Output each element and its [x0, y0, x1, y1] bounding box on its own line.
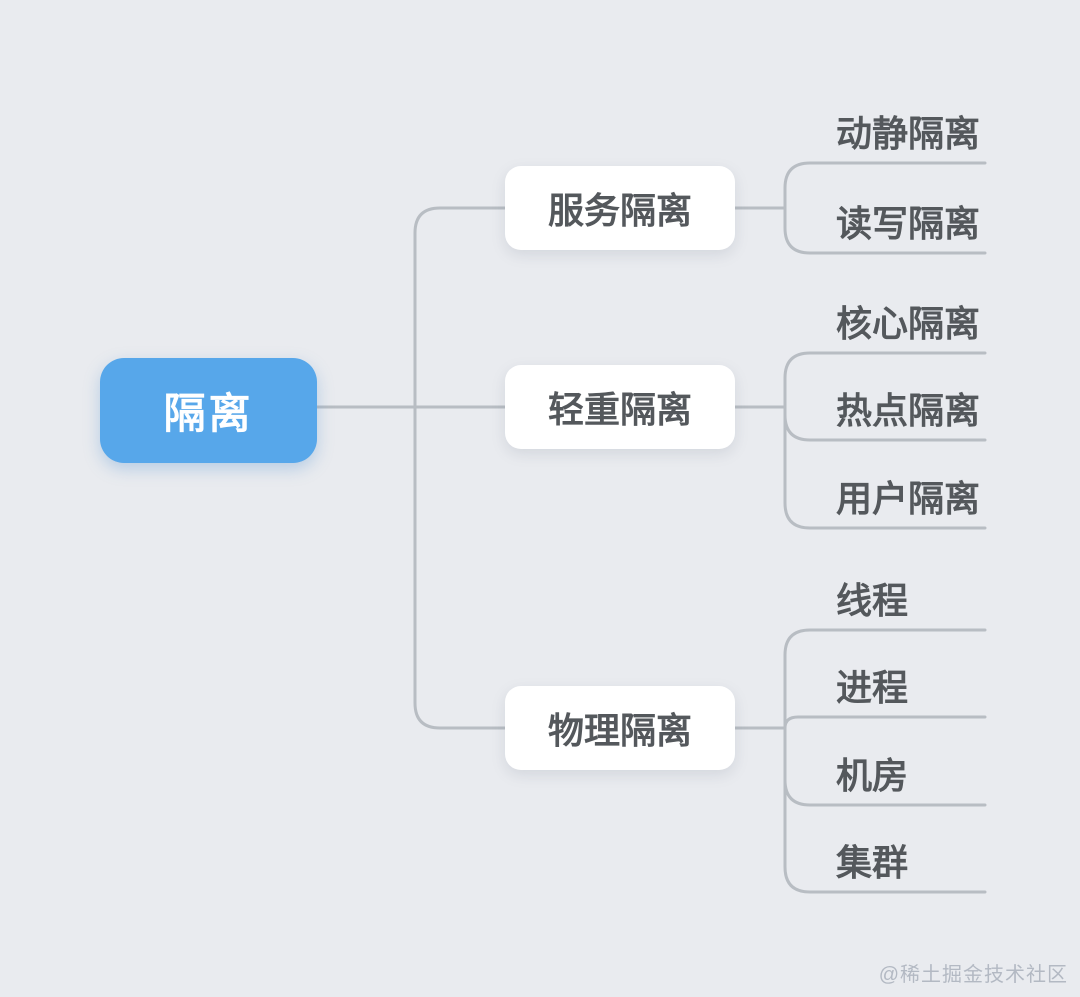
- branch-node-physical-isolation[interactable]: 物理隔离: [505, 686, 735, 770]
- branch-node-service-isolation[interactable]: 服务隔离: [505, 166, 735, 250]
- leaf-node-read-write-isolation[interactable]: 读写隔离: [836, 203, 981, 244]
- leaf-node-thread[interactable]: 线程: [836, 580, 909, 621]
- leaf-node-user-isolation[interactable]: 用户隔离: [836, 478, 981, 519]
- leaf-node-process[interactable]: 进程: [836, 667, 909, 708]
- leaf-node-cluster[interactable]: 集群: [836, 842, 909, 883]
- root-node-isolation[interactable]: 隔离: [100, 358, 317, 463]
- connector-branch-2-leaf-1: [783, 715, 987, 730]
- leaf-node-core-isolation[interactable]: 核心隔离: [836, 303, 981, 344]
- leaf-node-server-room[interactable]: 机房: [836, 755, 909, 796]
- watermark-juejin-community: @稀土掘金技术社区: [878, 964, 1068, 986]
- leaf-node-dynamic-static-isolation[interactable]: 动静隔离: [836, 113, 981, 154]
- connector-root-trunk: [413, 206, 507, 730]
- branch-node-weight-isolation[interactable]: 轻重隔离: [505, 365, 735, 449]
- connector-branch-0-leaf-0: [783, 161, 987, 210]
- leaf-node-hotspot-isolation[interactable]: 热点隔离: [836, 390, 981, 431]
